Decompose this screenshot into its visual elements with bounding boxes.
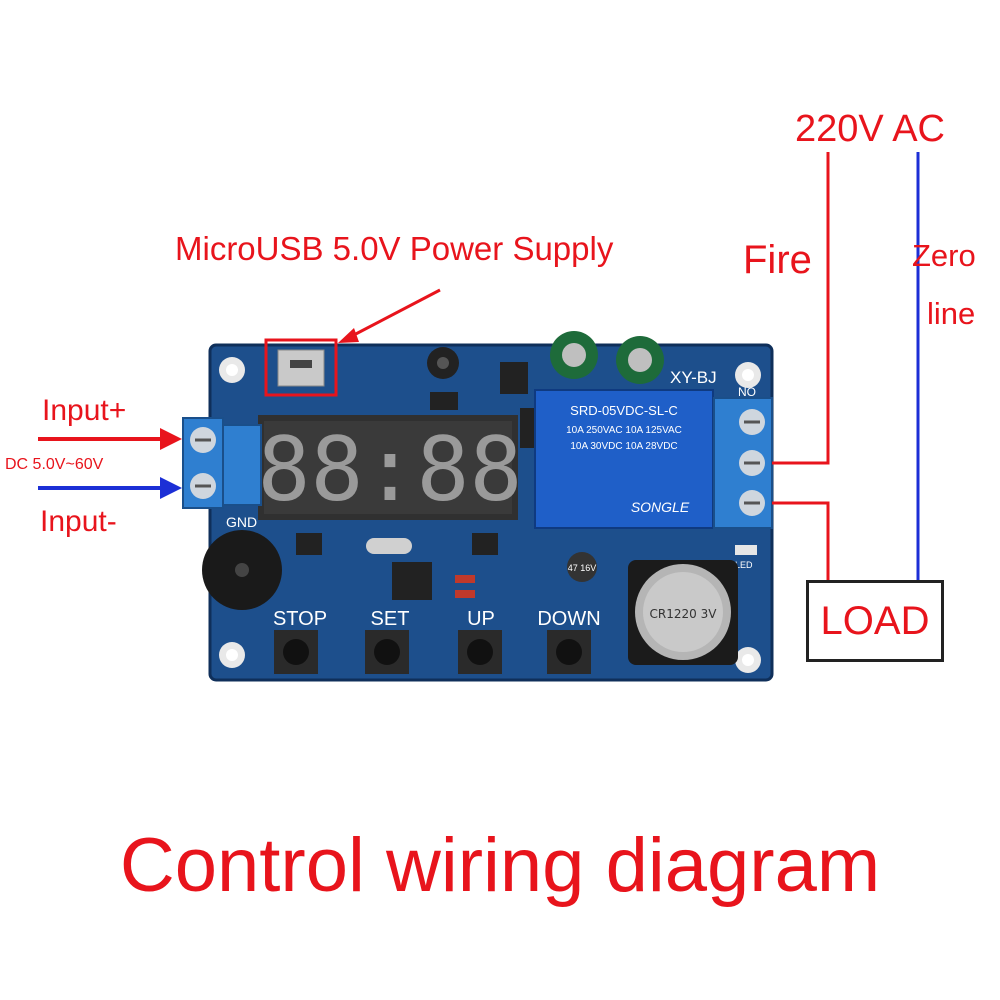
microusb-port xyxy=(264,338,338,397)
load-label: LOAD xyxy=(820,598,930,643)
buzzer xyxy=(202,530,282,610)
usb-pointer-arrow xyxy=(338,288,441,343)
relay-line-1: SRD-05VDC-SL-C xyxy=(570,403,678,418)
button-label-set: SET xyxy=(371,608,410,630)
diagram-title: Control wiring diagram xyxy=(119,823,881,908)
mounting-holes xyxy=(219,357,761,673)
input-minus-label: Input- xyxy=(40,505,117,538)
relay-line-3: 10A 30VDC 10A 28VDC xyxy=(570,441,677,452)
board-model: XY-BJ xyxy=(670,368,717,387)
input-terminal-block xyxy=(182,417,262,509)
button-down: DOWN xyxy=(537,608,601,674)
fire-wire xyxy=(772,152,830,465)
button-label-down: DOWN xyxy=(537,608,600,630)
cap-label: 47 16V xyxy=(568,563,597,573)
relay-line-2: 10A 250VAC 10A 125VAC xyxy=(566,425,682,436)
capacitors: 47 16V xyxy=(550,331,664,582)
button-set: SET xyxy=(365,608,409,674)
button-stop: STOP xyxy=(273,608,327,674)
button-label-stop: STOP xyxy=(273,608,327,630)
load-box: LOAD xyxy=(806,580,944,662)
output-terminal-block: NO xyxy=(713,385,773,529)
dc-range-label: DC 5.0V~60V xyxy=(5,456,104,473)
relay-brand: SONGLE xyxy=(631,499,690,515)
button-up: UP xyxy=(458,608,502,674)
ac-label: 220V AC xyxy=(795,108,945,150)
relay: SRD-05VDC-SL-C 10A 250VAC 10A 125VAC 10A… xyxy=(534,389,714,529)
coin-cell-battery: CR1220 3V xyxy=(628,560,738,665)
fire-label: Fire xyxy=(743,238,812,282)
display-digits: 88:88 xyxy=(258,418,523,521)
zero-line-label-2: line xyxy=(927,296,976,331)
load-wire xyxy=(772,501,830,580)
led-label: LED xyxy=(735,560,753,570)
usb-power-label: MicroUSB 5.0V Power Supply xyxy=(175,230,614,267)
button-label-up: UP xyxy=(467,608,495,630)
input-minus-arrow xyxy=(38,477,182,499)
input-plus-label: Input+ xyxy=(42,394,127,427)
input-plus-arrow xyxy=(38,428,182,450)
gnd-label: GND xyxy=(226,514,257,530)
seven-segment-display: 88:88 xyxy=(258,415,523,521)
no-label: NO xyxy=(738,385,756,399)
battery-label: CR1220 3V xyxy=(650,607,718,621)
zero-line-label-1: Zero xyxy=(912,238,976,273)
